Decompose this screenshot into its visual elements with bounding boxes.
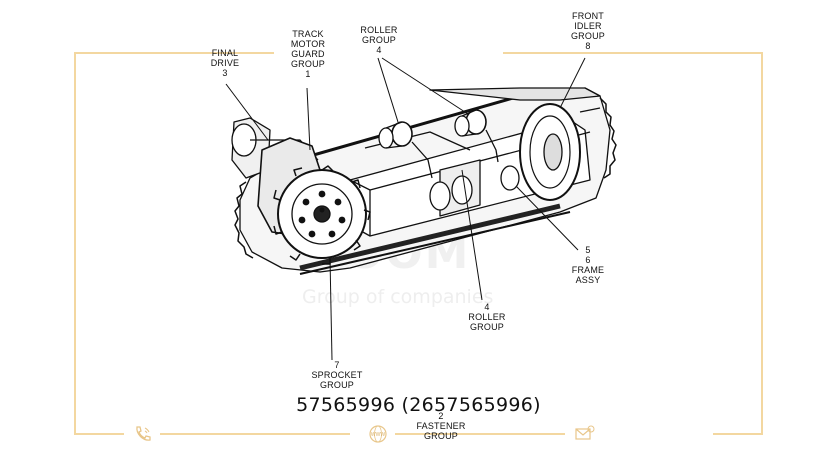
carrier-roller-2 <box>454 109 499 163</box>
frame-bottom-mid1-line <box>160 433 350 435</box>
leader-roller-bottom <box>461 169 483 301</box>
frame-left-line <box>74 52 76 434</box>
leader-front-idler <box>559 57 586 109</box>
frame-bottom-mid2-line <box>395 433 565 435</box>
frame-top-left-line <box>74 52 274 54</box>
track-rollers <box>429 165 520 211</box>
phone-icon[interactable] <box>133 424 153 444</box>
frame-right-line <box>761 52 763 434</box>
leader-frame-assy <box>515 185 579 251</box>
part-number-caption: 57565996 (2657565996) <box>296 394 541 416</box>
watermark-tagline: Group of companies <box>302 286 494 308</box>
frame-bottom-left-line <box>74 433 124 435</box>
mail-icon[interactable] <box>574 424 596 442</box>
leader-track-motor-guard <box>306 87 311 151</box>
sprocket-wheel <box>273 165 371 265</box>
leader-final-drive <box>225 83 269 141</box>
frame-top-right-line <box>503 52 761 54</box>
leader-roller-top-a <box>377 57 399 123</box>
www-globe-icon[interactable]: WWW <box>366 424 390 444</box>
svg-text:WWW: WWW <box>371 432 385 438</box>
frame-bottom-right-line <box>713 433 763 435</box>
leader-sprocket <box>329 257 333 361</box>
leader-roller-top-b <box>381 57 469 115</box>
carrier-roller-1 <box>378 121 433 179</box>
track-shoes-bottom <box>299 203 571 275</box>
